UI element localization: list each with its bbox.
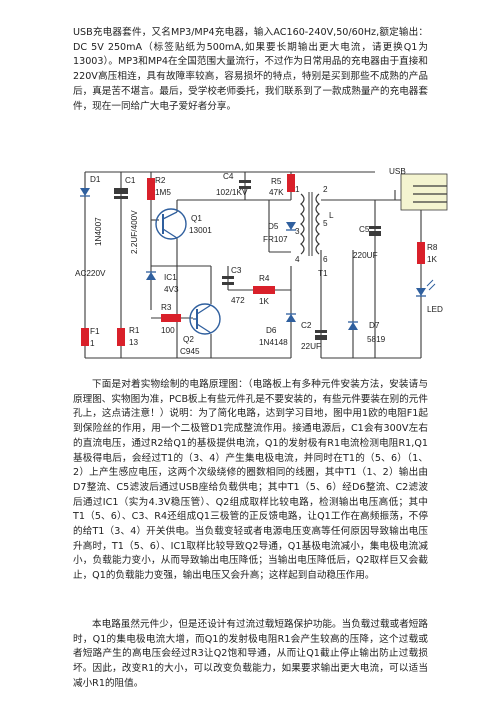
zener-ic1: IC1 4V3	[146, 271, 179, 294]
resistor-r4: R4 1K	[253, 274, 275, 306]
label-r2: R2	[155, 176, 166, 185]
led: LED	[416, 279, 443, 314]
capacitor-c2: C2 22UF	[301, 321, 327, 351]
label-f1: F1	[90, 327, 100, 336]
label-r5: R5	[271, 177, 282, 186]
label-c1-value: 2.2UF/400V	[130, 210, 139, 254]
label-c5-value: 220UF	[353, 251, 378, 260]
circuit-schematic: D1 1N4007 C1 2.2UF/400V R2 1M5 C4 102/1K…	[75, 167, 448, 359]
capacitor-c3: C3 472	[222, 266, 245, 305]
intro-paragraph: USB充电器套件，又名MP3/MP4充电器，输入AC160-240V,50/60…	[73, 27, 428, 112]
capacitor-c5: C5 220UF	[353, 225, 381, 260]
label-r1: R1	[129, 326, 140, 335]
label-r3-value: 100	[161, 326, 175, 335]
label-pin5: 5	[323, 219, 328, 228]
resistor-r5: R5 47K	[269, 174, 295, 197]
label-c3: C3	[231, 266, 242, 275]
label-pin6: 6	[323, 255, 328, 264]
diode-d1: D1 1N4007	[80, 175, 103, 246]
label-t1: T1	[318, 269, 328, 278]
label-r2-value: 1M5	[155, 188, 171, 197]
capacitor-c4: C4 102/1KV	[216, 172, 251, 197]
diode-d5: D5 FR107	[263, 222, 296, 244]
label-r8: R8	[427, 243, 438, 252]
transformer-t1: T1 1 2 3 4 5 6 L	[295, 185, 334, 278]
usb-connector: USB	[389, 167, 448, 211]
diode-d7: D7 5819	[348, 321, 386, 344]
label-c4-value: 102/1KV	[216, 188, 248, 197]
label-d6: D6	[266, 326, 277, 335]
resistor-r1: R1 13	[117, 326, 140, 347]
transistor-q1: Q1 13001	[155, 208, 212, 240]
resistor-r3: R3 100	[161, 303, 181, 335]
fuse-f1: F1 1	[81, 327, 100, 348]
label-r1-value: 13	[129, 338, 139, 347]
label-d1-part: 1N4007	[94, 217, 103, 246]
label-d1: D1	[90, 175, 101, 184]
label-pin4: 4	[295, 255, 300, 264]
label-q2: Q2	[183, 335, 194, 344]
label-d5: D5	[268, 222, 279, 231]
label-c1: C1	[125, 176, 136, 185]
label-d6-part: 1N4148	[259, 338, 288, 347]
label-f1-value: 1	[90, 339, 95, 348]
label-r4-value: 1K	[259, 297, 270, 306]
label-q1-part: 13001	[189, 226, 212, 235]
label-c3-value: 472	[231, 296, 245, 305]
label-c2-value: 22UF	[301, 342, 321, 351]
diode-d6: D6 1N4148	[259, 313, 296, 347]
label-r3: R3	[161, 303, 172, 312]
ac-source: AC220V	[75, 269, 106, 278]
label-pin1: 1	[295, 185, 300, 194]
transistor-q2: Q2 C945	[180, 303, 221, 356]
capacitor-c1: C1 2.2UF/400V	[114, 176, 139, 254]
label-d7-part: 5819	[367, 335, 386, 344]
label-ac: AC220V	[75, 269, 106, 278]
label-c5: C5	[359, 225, 370, 234]
label-ic1-value: 4V3	[164, 285, 179, 294]
resistor-r2: R2 1M5	[147, 176, 171, 200]
label-q1: Q1	[191, 214, 202, 223]
label-c2: C2	[301, 321, 312, 330]
label-usb: USB	[389, 167, 406, 176]
principle-paragraph: 下面是对着实物绘制的电路原理图：（电路板上有多种元件安装方法，安装请与原理图、实…	[73, 379, 428, 582]
protection-paragraph: 本电路虽然元件少，但是还设计有过流过载短路保护功能。当负载过载或者短路时，Q1的…	[73, 619, 428, 689]
resistor-r8: R8 1K	[417, 242, 438, 264]
label-c4: C4	[223, 172, 234, 181]
label-d5-part: FR107	[263, 235, 288, 244]
label-r4: R4	[259, 274, 270, 283]
label-pin3: 3	[295, 227, 300, 236]
label-l: L	[329, 211, 334, 220]
label-d7: D7	[369, 321, 380, 330]
label-q2-part: C945	[180, 347, 200, 356]
label-r8-value: 1K	[427, 255, 438, 264]
label-r5-value: 47K	[269, 188, 284, 197]
label-pin2: 2	[323, 185, 328, 194]
label-led: LED	[427, 305, 443, 314]
label-ic1: IC1	[164, 273, 177, 282]
